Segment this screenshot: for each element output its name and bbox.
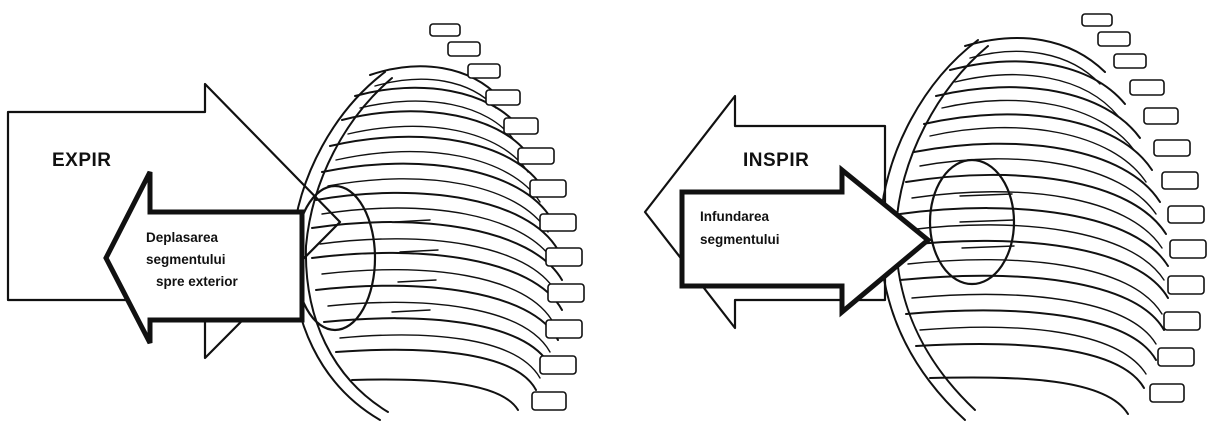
inspir-desc-line-2: segmentului (700, 232, 780, 247)
inspir-desc-line-1: Infundarea (700, 209, 770, 224)
expir-panel: EXPIR Deplasarea segmentului spre exteri… (8, 24, 584, 420)
expir-label: EXPIR (52, 150, 112, 171)
expir-desc-line-2: segmentului (146, 252, 226, 267)
expir-rib-segment (295, 186, 375, 330)
inspir-label: INSPIR (743, 150, 809, 171)
expir-desc-line-3: spre exterior (156, 274, 239, 289)
expir-desc-line-1: Deplasarea (146, 230, 219, 245)
inspir-panel: INSPIR Infundarea segmentului (645, 14, 1206, 420)
right-rib-cage (880, 38, 1168, 420)
right-spine (1082, 14, 1206, 402)
